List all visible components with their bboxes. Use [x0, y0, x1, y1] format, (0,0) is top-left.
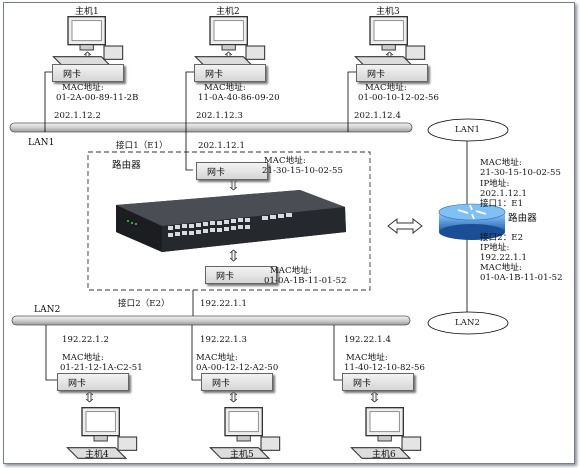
mac-address: 01-0A-1B-11-01-52 — [264, 276, 347, 286]
mac-address: 11-40-12-10-82-56 — [344, 363, 425, 373]
mac-label: MAC地址: — [204, 83, 246, 93]
nic-card: 网卡 — [194, 64, 266, 82]
router-device-image — [116, 190, 346, 252]
nic-card: 网卡 — [52, 64, 124, 82]
legend-port2: 接口2：E2 — [480, 233, 524, 243]
router-box — [87, 151, 371, 291]
nic-label: 网卡 — [205, 70, 224, 80]
legend-mac2: 01-0A-1B-11-01-52 — [480, 273, 563, 283]
mac-label: MAC地址: — [62, 83, 104, 93]
nic-card: 网卡 — [57, 373, 129, 391]
router-port1-ip: 202.1.12.1 — [198, 141, 245, 151]
pc-icon — [66, 407, 138, 459]
host-name: 主机1 — [75, 7, 99, 17]
nic-label: 网卡 — [212, 379, 231, 389]
nic-card: 网卡 — [342, 373, 414, 391]
legend-ip2-label: IP地址: — [480, 243, 510, 253]
nic-label: 网卡 — [68, 379, 87, 389]
legend-mac2-label: MAC地址: — [480, 263, 522, 273]
legend-lan1-ellipse — [427, 118, 509, 142]
legend-lan1-label: LAN1 — [455, 125, 481, 135]
pc-icon — [194, 15, 266, 68]
ip-address: 202.1.12.4 — [354, 111, 401, 121]
mac-label: MAC地址: — [196, 353, 238, 363]
router-port1-label: 接口1（E1） — [116, 141, 168, 151]
mac-label: MAC地址: — [270, 266, 312, 276]
nic-label: 网卡 — [207, 168, 226, 178]
host-name: 主机3 — [376, 7, 400, 17]
mac-address: 01-2A-00-89-11-2B — [56, 93, 139, 103]
equivalence-arrow — [387, 217, 423, 235]
pc-icon — [354, 15, 426, 68]
host-name: 主机2 — [216, 7, 240, 17]
legend-lan2-ellipse — [427, 311, 509, 335]
legend-lan2-label: LAN2 — [455, 318, 481, 328]
legend-mac1: 21-30-15-10-02-55 — [480, 168, 561, 178]
host-name: 主机5 — [230, 450, 254, 460]
router-title: 路由器 — [112, 160, 141, 171]
legend-ip1: 202.1.12.1 — [480, 189, 527, 199]
router-nic1: 网卡 — [196, 162, 268, 180]
mac-address: 0A-00-12-12-A2-50 — [196, 363, 279, 373]
legend-router-name: 路由器 — [508, 213, 537, 224]
router-port2-label: 接口2（E2） — [118, 299, 170, 309]
nic-label: 网卡 — [216, 272, 235, 282]
lan1-label: LAN1 — [28, 138, 55, 148]
router-nic2: 网卡 — [205, 266, 277, 284]
mac-label: MAC地址: — [346, 353, 388, 363]
mac-address: 21-30-15-10-02-55 — [262, 166, 343, 176]
host-name: 主机6 — [372, 450, 396, 460]
mac-label: MAC地址: — [62, 353, 104, 363]
ip-address: 202.1.12.3 — [196, 111, 243, 121]
mac-label: MAC地址: — [365, 83, 407, 93]
mac-address: 01-21-12-1A-C2-51 — [60, 363, 143, 373]
nic-label: 网卡 — [353, 379, 372, 389]
pc-icon — [350, 407, 422, 459]
legend-ip2: 192.22.1.1 — [480, 253, 527, 263]
router-port2-ip: 192.22.1.1 — [200, 299, 247, 309]
mac-label: MAC地址: — [264, 156, 306, 166]
lan2-label: LAN2 — [34, 305, 61, 315]
mac-address: 01-00-10-12-02-56 — [358, 93, 439, 103]
host-name: 主机4 — [85, 450, 109, 460]
legend-port1: 接口1：E1 — [480, 199, 524, 209]
nic-card: 网卡 — [356, 64, 428, 82]
nic-label: 网卡 — [367, 70, 386, 80]
ip-address: 192.22.1.4 — [344, 335, 391, 345]
legend-ip1-label: IP地址: — [480, 179, 510, 189]
lan2-bus — [11, 315, 411, 326]
mac-address: 11-0A-40-86-09-20 — [198, 93, 280, 103]
legend-mac1-label: MAC地址: — [480, 158, 522, 168]
pc-icon — [52, 15, 124, 68]
nic-card: 网卡 — [201, 373, 273, 391]
lan1-bus — [9, 122, 413, 133]
router-symbol-icon — [438, 203, 506, 240]
ip-address: 192.22.1.2 — [62, 335, 109, 345]
pc-icon — [209, 407, 281, 459]
nic-label: 网卡 — [63, 70, 82, 80]
ip-address: 202.1.12.2 — [54, 111, 101, 121]
ip-address: 192.22.1.3 — [200, 335, 247, 345]
